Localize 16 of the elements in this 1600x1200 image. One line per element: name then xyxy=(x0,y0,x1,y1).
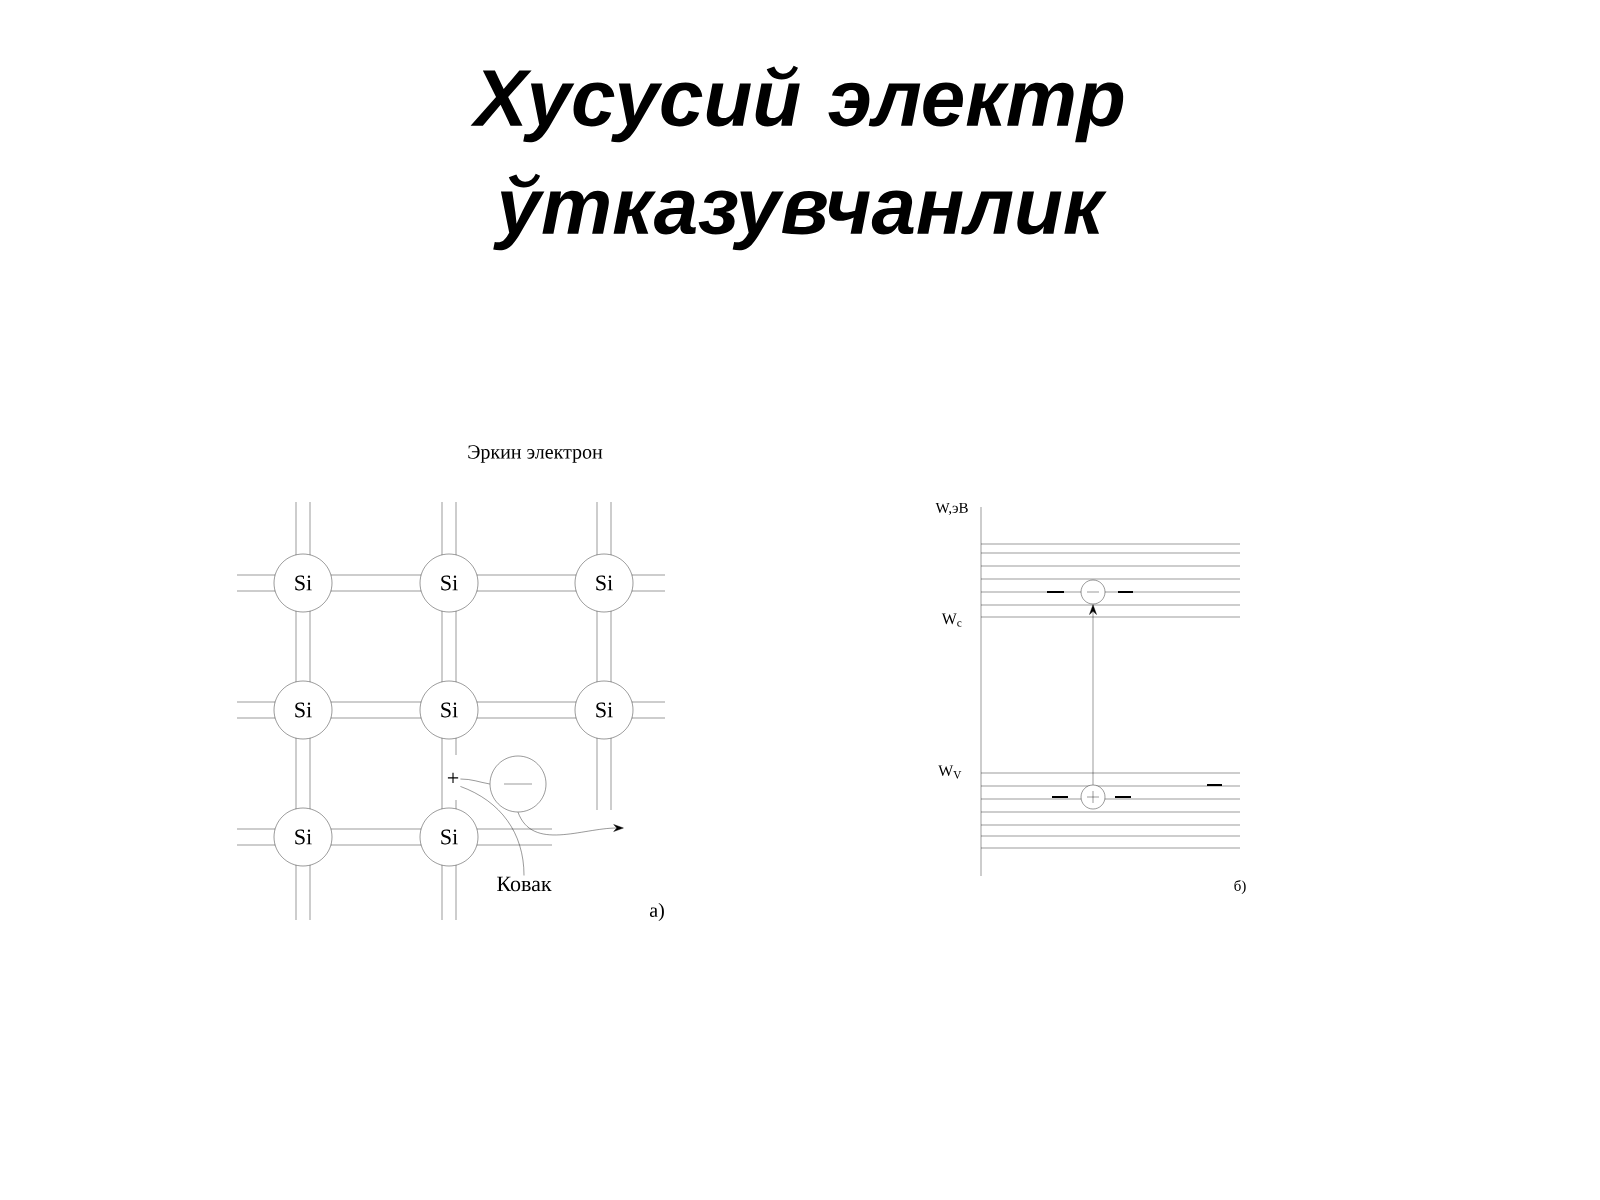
arrow xyxy=(517,812,624,836)
hole-sign: + xyxy=(447,772,459,784)
axis-label: W,эВ xyxy=(935,502,968,516)
connector-line xyxy=(460,778,490,785)
electron-circle xyxy=(489,755,547,813)
caption-text: Эркин электрон xyxy=(468,445,603,463)
electron-circle xyxy=(1080,579,1106,605)
panel-label: а) xyxy=(649,902,664,922)
title: Хусусий электр ўтказувчанлик xyxy=(470,65,1124,251)
hole-circle xyxy=(1080,784,1106,810)
level-label: W$_{c}$ xyxy=(941,613,962,627)
leader-line xyxy=(460,786,525,876)
hole-label: Ковак xyxy=(497,876,552,892)
level-label: W$_{V}$ xyxy=(938,765,962,779)
panel-label: б) xyxy=(1234,880,1246,894)
arrow xyxy=(1089,604,1097,785)
